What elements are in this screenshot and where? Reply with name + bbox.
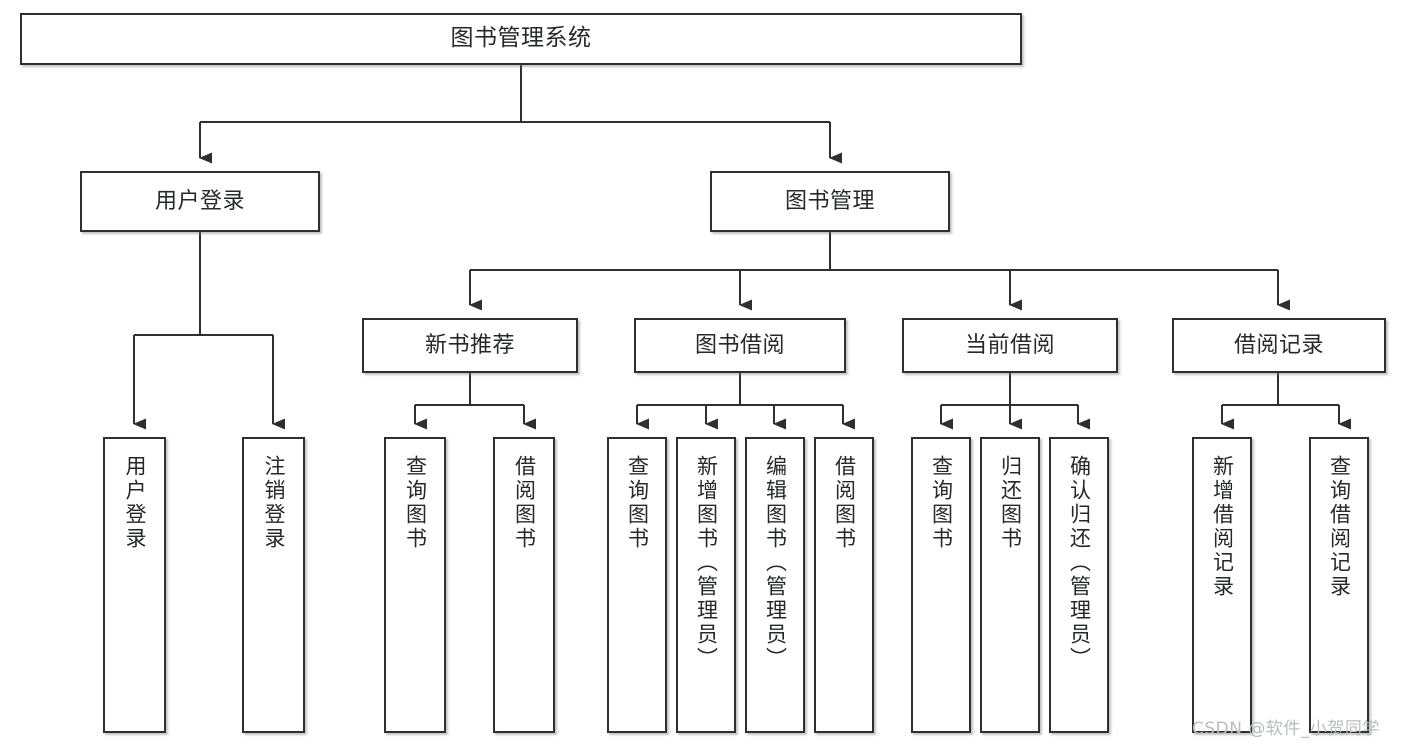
leaf-borrow-borrow-book[interactable]: 借阅图书 — [814, 437, 874, 733]
node-label: 编辑图书（管理员） — [763, 455, 788, 671]
node-label: 借阅记录 — [1233, 332, 1324, 358]
leaf-current-confirm-return-admin[interactable]: 确认归还（管理员） — [1049, 437, 1109, 733]
node-new-book-recommend[interactable]: 新书推荐 — [362, 318, 578, 373]
node-borrow-record[interactable]: 借阅记录 — [1172, 318, 1386, 373]
node-user-login[interactable]: 用户登录 — [80, 171, 320, 232]
leaf-newbook-borrow-book[interactable]: 借阅图书 — [493, 437, 555, 733]
node-book-management-system[interactable]: 图书管理系统 — [20, 13, 1022, 65]
node-current-borrow[interactable]: 当前借阅 — [902, 318, 1118, 373]
node-label: 用户登录 — [123, 455, 148, 551]
node-label: 图书借阅 — [694, 332, 785, 358]
node-label: 注销登录 — [262, 455, 287, 551]
node-label: 当前借阅 — [964, 332, 1055, 358]
node-label: 图书管理系统 — [450, 25, 592, 52]
leaf-current-query-book[interactable]: 查询图书 — [911, 437, 971, 733]
node-label: 用户登录 — [154, 188, 245, 214]
node-label: 归还图书 — [998, 455, 1023, 551]
leaf-newbook-query-book[interactable]: 查询图书 — [384, 437, 446, 733]
leaf-borrow-query-book[interactable]: 查询图书 — [607, 437, 667, 733]
node-label: 查询借阅记录 — [1327, 455, 1352, 599]
leaf-borrow-edit-book-admin[interactable]: 编辑图书（管理员） — [745, 437, 805, 733]
leaf-borrow-add-book-admin[interactable]: 新增图书（管理员） — [676, 437, 736, 733]
node-label: 借阅图书 — [512, 455, 537, 551]
leaf-current-return-book[interactable]: 归还图书 — [980, 437, 1040, 733]
node-label: 新增借阅记录 — [1210, 455, 1235, 599]
node-label: 确认归还（管理员） — [1067, 455, 1092, 671]
node-book-borrow[interactable]: 图书借阅 — [634, 318, 846, 373]
leaf-user-logout[interactable]: 注销登录 — [242, 437, 305, 733]
node-label: 查询图书 — [625, 455, 650, 551]
node-label: 查询图书 — [403, 455, 428, 551]
node-book-management[interactable]: 图书管理 — [710, 171, 950, 232]
leaf-record-add-record[interactable]: 新增借阅记录 — [1192, 437, 1252, 733]
node-label: 新书推荐 — [424, 332, 515, 358]
node-label: 借阅图书 — [832, 455, 857, 551]
leaf-user-login[interactable]: 用户登录 — [103, 437, 166, 733]
leaf-record-query-record[interactable]: 查询借阅记录 — [1309, 437, 1369, 733]
node-label: 新增图书（管理员） — [694, 455, 719, 671]
node-label: 查询图书 — [929, 455, 954, 551]
node-label: 图书管理 — [784, 188, 875, 214]
